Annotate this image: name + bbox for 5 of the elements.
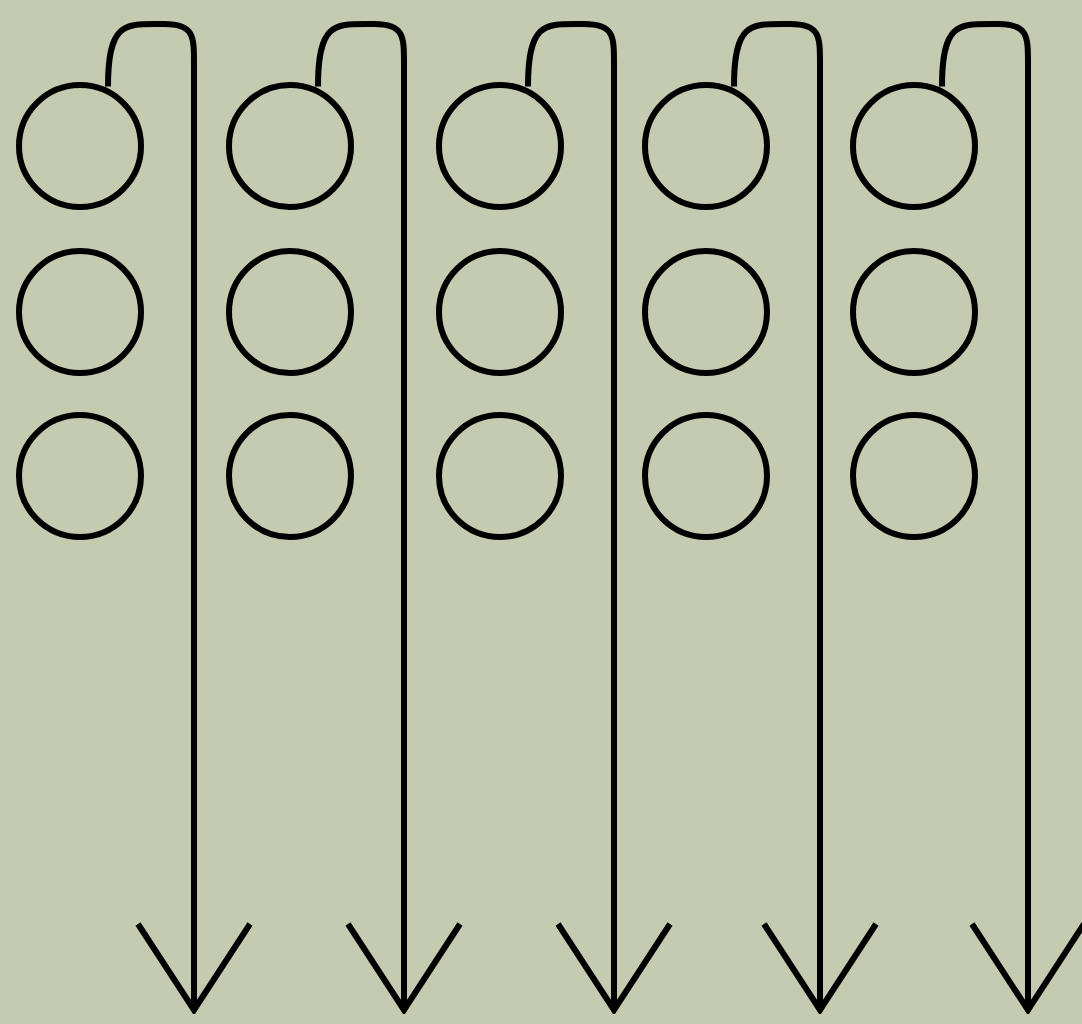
arrow <box>525 21 673 1013</box>
arrow <box>315 21 463 1013</box>
arrow <box>105 21 253 1013</box>
arrow <box>731 21 879 1013</box>
arrow <box>939 21 1082 1013</box>
